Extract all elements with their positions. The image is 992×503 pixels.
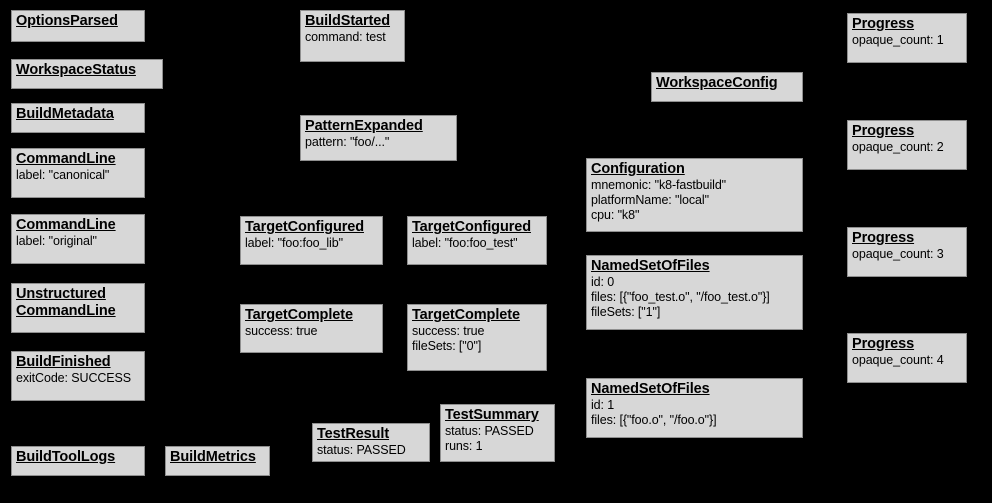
event-node-title: PatternExpanded — [305, 118, 423, 134]
event-node-title: Progress — [852, 16, 915, 32]
event-node-field: opaque_count: 1 — [852, 33, 944, 47]
event-node-field: status: PASSED — [317, 443, 406, 457]
event-node-title: TestResult — [317, 426, 390, 442]
event-node-options-parsed[interactable]: OptionsParsed — [11, 10, 145, 42]
event-node-field: files: [{"foo_test.o", "/foo_test.o"}] — [591, 290, 770, 304]
event-node-field: status: PASSED — [445, 424, 534, 438]
event-node-field: label: "foo:foo_lib" — [245, 236, 343, 250]
event-node-title: BuildFinished — [16, 354, 111, 370]
event-node-title: CommandLine — [16, 217, 116, 233]
event-node-title: BuildToolLogs — [16, 449, 116, 465]
event-node-title: TargetComplete — [245, 307, 353, 323]
event-node-field: pattern: "foo/..." — [305, 135, 390, 149]
event-node-field: fileSets: ["1"] — [591, 305, 661, 319]
event-node-field: id: 1 — [591, 398, 615, 412]
event-node-title: OptionsParsed — [16, 13, 118, 29]
event-node-field: opaque_count: 4 — [852, 353, 944, 367]
event-node-field: opaque_count: 2 — [852, 140, 944, 154]
event-node-title: WorkspaceConfig — [656, 75, 778, 91]
event-node-title: Progress — [852, 336, 915, 352]
event-node-field: success: true — [245, 324, 318, 338]
event-node-build-tool-logs[interactable]: BuildToolLogs — [11, 446, 145, 476]
event-node-field: label: "original" — [16, 234, 97, 248]
event-node-field: success: true — [412, 324, 485, 338]
event-node-workspace-status[interactable]: WorkspaceStatus — [11, 59, 163, 89]
event-node-title: Unstructured CommandLine — [16, 286, 116, 319]
event-node-title: TargetConfigured — [245, 219, 364, 235]
event-node-title: Progress — [852, 230, 915, 246]
event-node-title: NamedSetOfFiles — [591, 258, 710, 274]
event-node-title: CommandLine — [16, 151, 116, 167]
event-node-title: BuildMetrics — [170, 449, 256, 465]
event-node-title: Progress — [852, 123, 915, 139]
event-node-field: files: [{"foo.o", "/foo.o"}] — [591, 413, 717, 427]
event-node-field: runs: 1 — [445, 439, 483, 453]
event-node-field: command: test — [305, 30, 386, 44]
event-node-title: TestSummary — [445, 407, 539, 423]
event-node-build-metadata[interactable]: BuildMetadata — [11, 103, 145, 133]
event-node-field: cpu: "k8" — [591, 208, 640, 222]
event-node-field: mnemonic: "k8-fastbuild" — [591, 178, 727, 192]
event-node-unstructured-command-line[interactable]: Unstructured CommandLine — [11, 283, 145, 333]
event-node-title: TargetComplete — [412, 307, 520, 323]
event-node-field: platformName: "local" — [591, 193, 709, 207]
event-node-field: label: "canonical" — [16, 168, 110, 182]
event-node-title: BuildStarted — [305, 13, 391, 29]
event-node-build-metrics[interactable]: BuildMetrics — [165, 446, 270, 476]
event-node-title: NamedSetOfFiles — [591, 381, 710, 397]
event-node-field: label: "foo:foo_test" — [412, 236, 518, 250]
event-node-title: Configuration — [591, 161, 685, 177]
event-node-field: opaque_count: 3 — [852, 247, 944, 261]
event-node-workspace-config[interactable]: WorkspaceConfig — [651, 72, 803, 102]
event-node-field: exitCode: SUCCESS — [16, 371, 132, 385]
event-node-title: WorkspaceStatus — [16, 62, 136, 78]
event-node-field: id: 0 — [591, 275, 615, 289]
event-node-title: TargetConfigured — [412, 219, 531, 235]
event-node-field: fileSets: ["0"] — [412, 339, 482, 353]
event-node-title: BuildMetadata — [16, 106, 114, 122]
